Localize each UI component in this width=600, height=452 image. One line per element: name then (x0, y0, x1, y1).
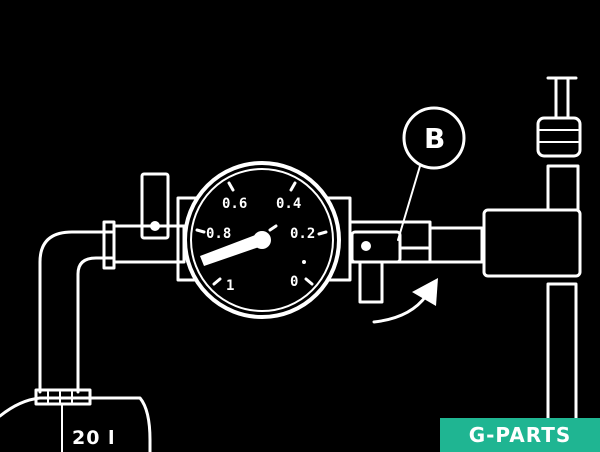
callout-b (397, 106, 466, 241)
tank (0, 388, 152, 452)
dial-label-0-2: 0.2 (290, 226, 315, 242)
dial-label-0-6: 0.6 (222, 196, 247, 212)
tank-label: 20 l (72, 427, 116, 449)
dial-label-0: 0 (290, 274, 298, 290)
outlet-coupling (348, 220, 484, 304)
dial-label-0-4: 0.4 (276, 196, 301, 212)
pump-body (482, 76, 582, 446)
rotation-arrow (372, 278, 438, 324)
callout-b-label: B (424, 122, 445, 155)
dial-label-0-8: 0.8 (206, 226, 231, 242)
inlet-pipe (38, 220, 116, 394)
left-coupling (112, 172, 186, 264)
pressure-gauge (183, 161, 341, 319)
dial-label-1: 1 (226, 278, 234, 294)
watermark-badge: G-PARTS (440, 418, 600, 452)
